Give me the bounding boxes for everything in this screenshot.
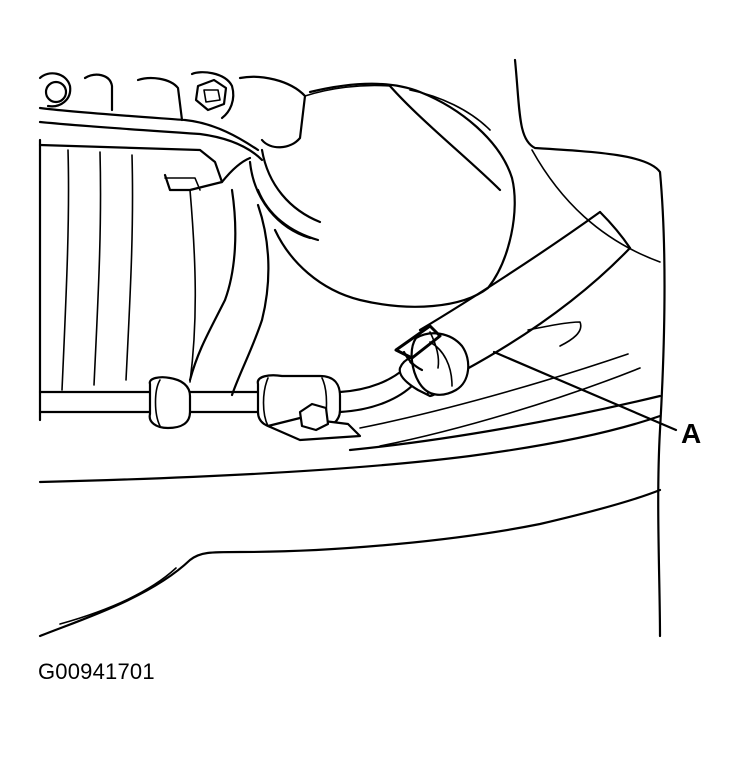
underbody-contours (38, 321, 662, 638)
oil-filter (248, 82, 516, 308)
callout-label-a: A (681, 418, 702, 449)
metal-pipe (38, 366, 416, 442)
figure-id: G00941701 (38, 659, 155, 684)
engine-block (38, 71, 391, 422)
rubber-hose (394, 210, 632, 398)
callout-leader-line (492, 350, 678, 432)
body-panel (513, 58, 666, 638)
